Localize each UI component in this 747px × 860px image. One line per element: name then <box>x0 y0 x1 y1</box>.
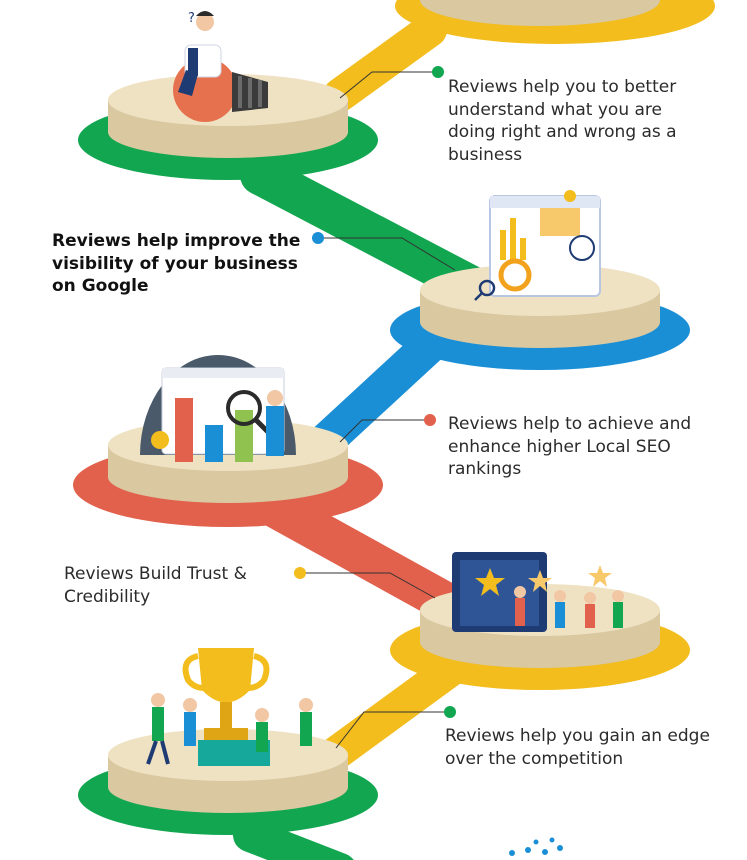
path-green-1 <box>240 155 490 305</box>
thinking-man-on-lightbulb-icon: ? <box>173 11 268 122</box>
step-1-text: Reviews help you to better understand wh… <box>448 77 677 165</box>
platform-5 <box>78 729 378 835</box>
seo-search-magnifier-icon <box>140 355 296 462</box>
connectors <box>294 66 456 749</box>
connector-1 <box>339 71 438 99</box>
trophy-team-icon <box>146 648 313 766</box>
svg-text:?: ? <box>188 11 195 26</box>
dot-2 <box>312 232 324 244</box>
connector-2 <box>318 237 456 271</box>
celebrating-people-screen-icon <box>452 552 624 632</box>
connector-4 <box>300 572 436 599</box>
connector-3 <box>339 419 430 443</box>
dot-3 <box>424 414 436 426</box>
step-4-text: Reviews Build Trust & Credibility <box>64 564 247 607</box>
path-segments <box>233 13 490 860</box>
step-3-text: Reviews help to achieve and enhance high… <box>448 414 692 479</box>
path-red <box>250 485 480 630</box>
path-yellow-top <box>323 13 447 112</box>
bottom-partial-decoration <box>509 837 563 856</box>
dot-5 <box>444 706 456 718</box>
dot-1 <box>432 66 444 78</box>
analytics-dashboard-icon <box>474 190 601 301</box>
platform-top-partial <box>395 0 715 44</box>
dot-4 <box>294 567 306 579</box>
connector-5 <box>335 711 450 749</box>
step-2-text: Reviews help improve the visibility of y… <box>52 231 301 296</box>
step-5-text: Reviews help you gain an edge over the c… <box>445 726 710 769</box>
path-green-bottom <box>233 818 354 860</box>
